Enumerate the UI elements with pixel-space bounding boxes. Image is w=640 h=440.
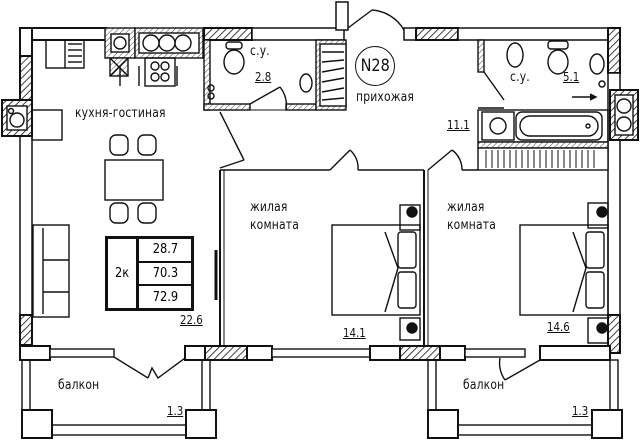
room-count-cell: 2к bbox=[108, 239, 139, 308]
total-area: 70.3 bbox=[152, 266, 178, 281]
area-balcony-left: 1.3 bbox=[167, 404, 184, 418]
area-hallway: 11.1 bbox=[447, 118, 470, 132]
apartment-number-badge: N28 bbox=[355, 46, 395, 86]
dining-table bbox=[104, 134, 164, 224]
living-area: 28.7 bbox=[152, 242, 178, 258]
entrance-door bbox=[347, 9, 405, 31]
room-label-bedroom-1-line1: жилая bbox=[250, 200, 288, 215]
area-bedroom-2: 14.6 bbox=[547, 320, 570, 334]
area-summary-table: 2к 28.7 70.3 72.9 bbox=[105, 236, 194, 311]
apartment-number: N28 bbox=[360, 56, 390, 76]
room-label-balcony-left: балкон bbox=[58, 378, 100, 393]
room-label-bathroom-small: с.у. bbox=[250, 44, 270, 59]
room-label-bedroom-2-line2: комната bbox=[447, 218, 496, 233]
area-bathroom-large: 5.1 bbox=[563, 70, 580, 84]
bed-1 bbox=[331, 204, 421, 341]
interior-walls bbox=[214, 111, 478, 352]
bed-2 bbox=[519, 202, 609, 344]
kitchen-counter bbox=[31, 27, 204, 141]
area-bathroom-small: 2.8 bbox=[255, 70, 272, 84]
total-area-with-balconies: 72.9 bbox=[152, 289, 178, 305]
area-kitchen-living: 22.6 bbox=[180, 313, 203, 327]
sofa bbox=[32, 224, 70, 318]
room-label-bathroom-large: с.у. bbox=[510, 70, 530, 85]
room-label-kitchen-living: кухня-гостиная bbox=[75, 106, 166, 121]
total-area-cell: 70.3 bbox=[139, 263, 191, 287]
room-label-hallway: прихожая bbox=[356, 90, 415, 105]
living-area-cell: 28.7 bbox=[139, 239, 191, 263]
vent-shaft-right bbox=[609, 89, 639, 141]
bathroom-small bbox=[203, 39, 347, 111]
bathroom-large bbox=[477, 39, 609, 171]
area-balcony-right: 1.3 bbox=[572, 404, 589, 418]
vent-shaft-left bbox=[1, 99, 33, 137]
room-count: 2к bbox=[114, 266, 130, 281]
balcony-walls bbox=[19, 345, 623, 439]
total-area-with-balconies-cell: 72.9 bbox=[139, 286, 191, 308]
area-bedroom-1: 14.1 bbox=[343, 326, 366, 340]
room-label-bedroom-2-line1: жилая bbox=[447, 200, 485, 215]
room-label-bedroom-1-line2: комната bbox=[250, 218, 299, 233]
room-label-balcony-right: балкон bbox=[463, 378, 505, 393]
